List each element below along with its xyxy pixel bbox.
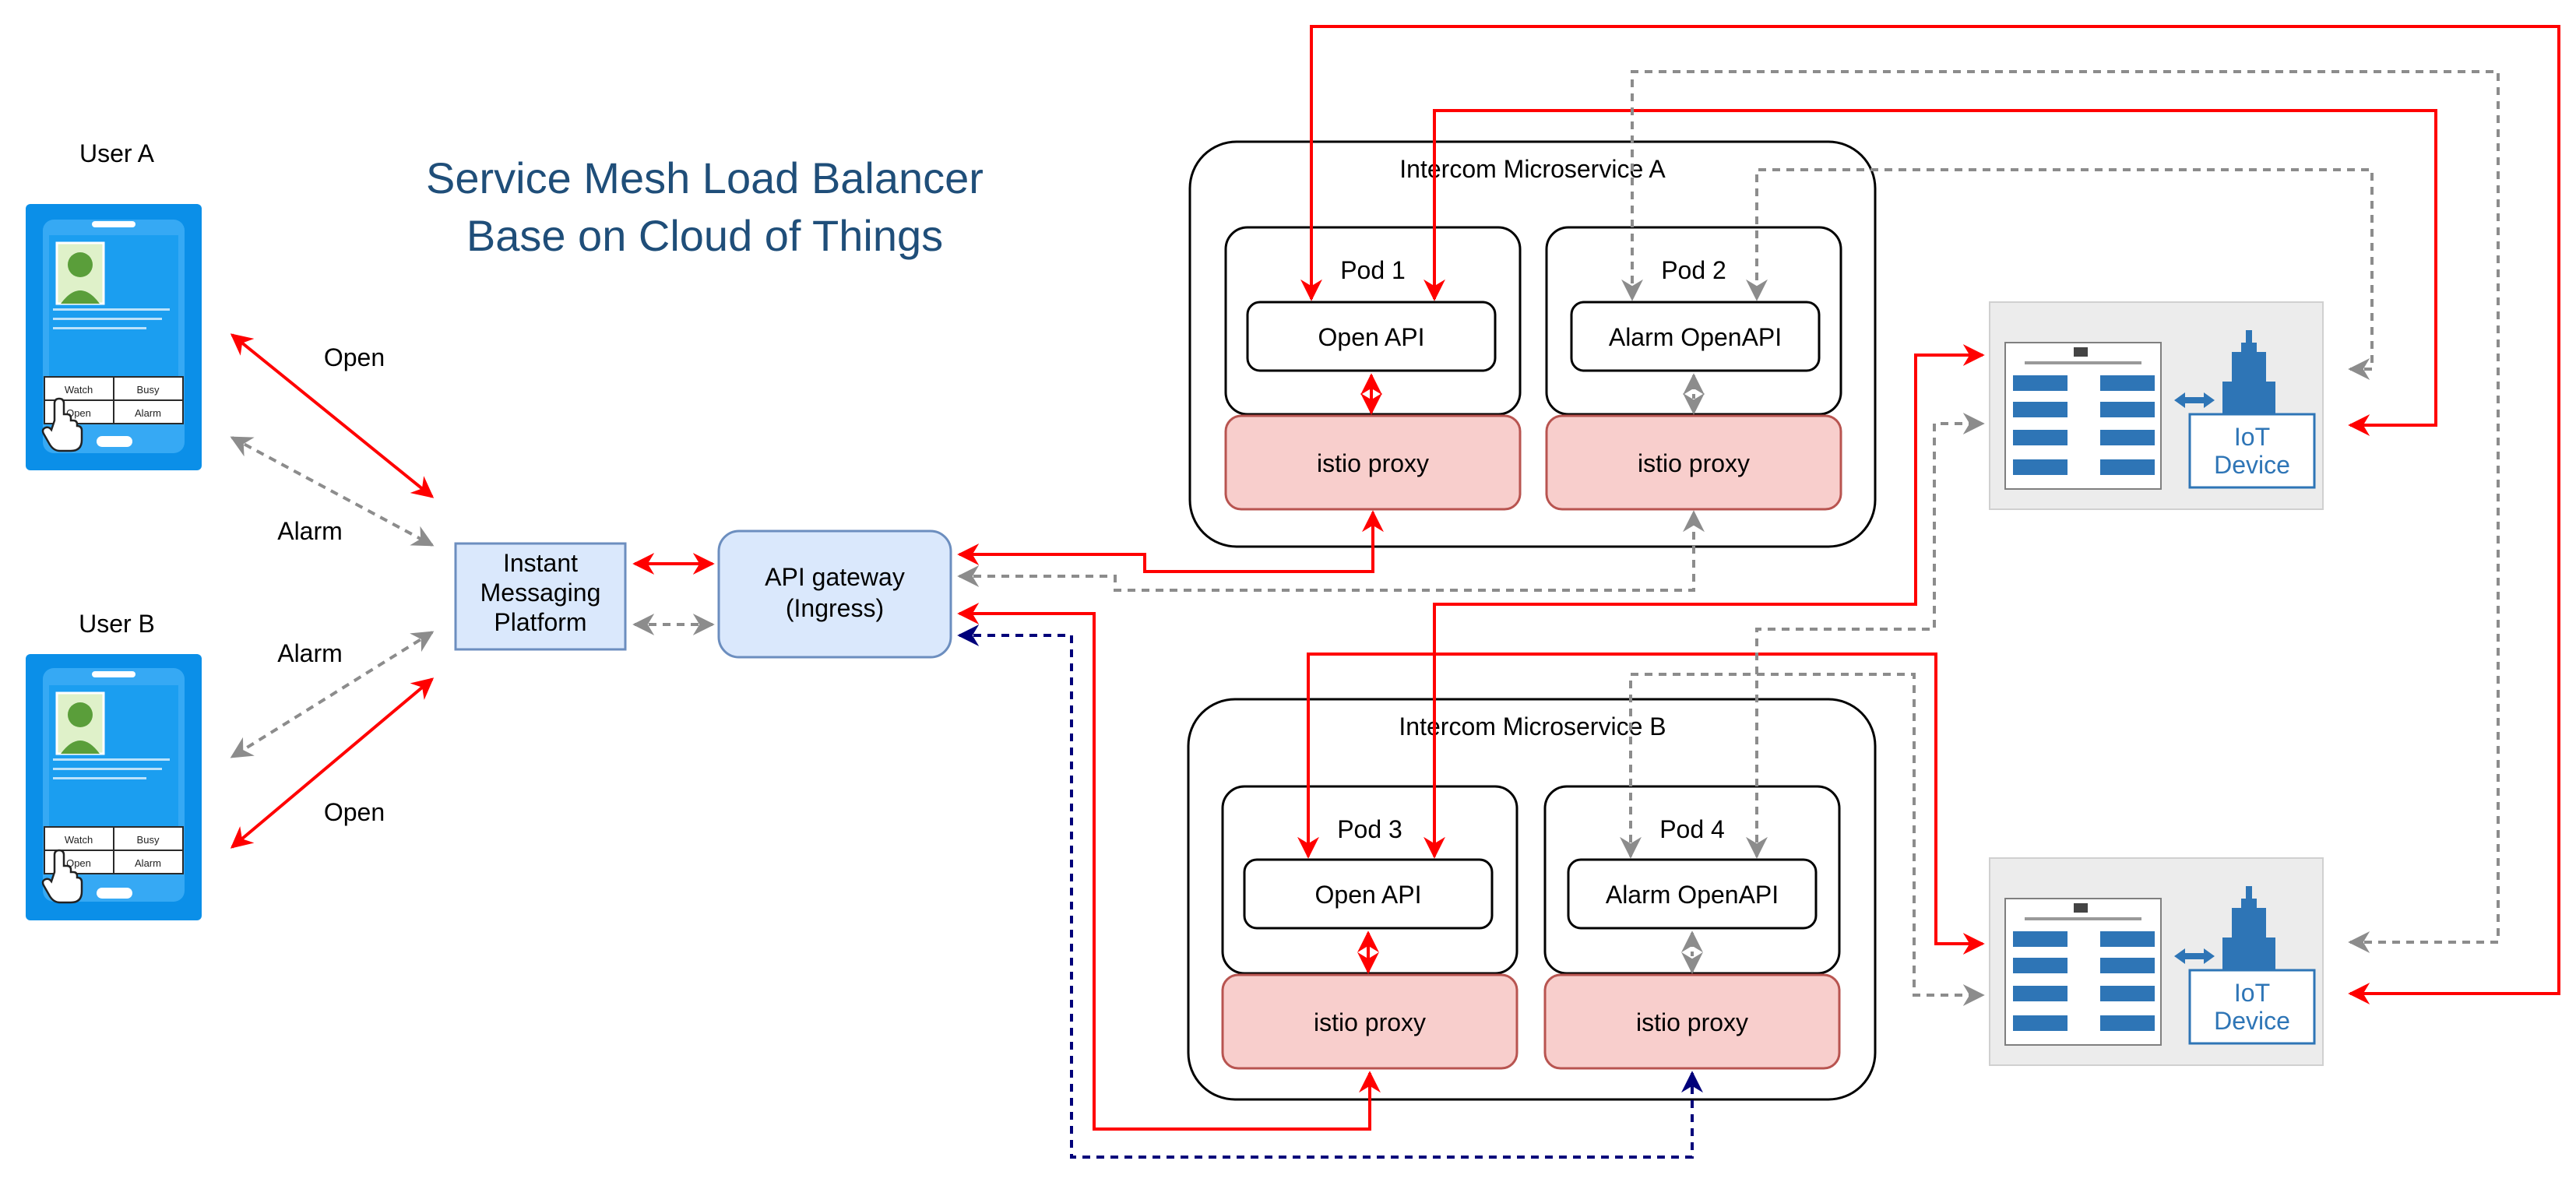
pod-4-alarm-openapi: Alarm OpenAPI: [1606, 881, 1779, 909]
gateway-pod3-proxy-flow: [957, 603, 1381, 1131]
pod-4: Pod 4 Alarm OpenAPI istio proxy: [1543, 785, 1841, 1070]
flow-label-open-a: Open: [324, 343, 385, 371]
pod-1-open-api: Open API: [1318, 323, 1425, 351]
pod-3-label: Pod 3: [1337, 815, 1402, 843]
user-b-phone: Watch Busy Open Alarm: [26, 654, 202, 920]
user-b-avatar-icon: [55, 691, 105, 755]
user-a-phone: Watch Busy Open Alarm: [26, 204, 202, 470]
user-a-busy-button[interactable]: Busy: [137, 384, 160, 396]
pod-1-label: Pod 1: [1340, 256, 1406, 284]
api-gateway: API gateway (Ingress): [717, 529, 952, 659]
im-label-line3: Platform: [494, 608, 586, 636]
user-a-avatar-icon: [55, 241, 105, 305]
microservice-b: Intercom Microservice B Pod 3 Open API i…: [1187, 698, 1877, 1101]
pod-1: Pod 1 Open API istio proxy: [1224, 226, 1522, 511]
flow-label-alarm-a: Alarm: [277, 517, 343, 545]
user-b-open-button[interactable]: Open: [66, 857, 91, 869]
user-a-alarm-flow: [230, 436, 435, 547]
diagram-title-line2: Base on Cloud of Things: [466, 211, 943, 260]
user-a-hand-pointer-icon: [41, 397, 83, 452]
iot2-pod2-alarm-flow: [1621, 70, 2500, 953]
pod-2-istio-proxy: istio proxy: [1638, 449, 1750, 477]
iot2-pod1-open-flow: [1300, 25, 2560, 1004]
iot1-pod2-alarm-flow: [1746, 168, 2374, 380]
pod-4-label: Pod 4: [1659, 815, 1725, 843]
gateway-label-line1: API gateway: [765, 563, 905, 591]
iot-panel-2-device-label-line1: IoT: [2234, 979, 2270, 1007]
user-a-alarm-button[interactable]: Alarm: [135, 407, 161, 419]
user-b-open-flow: [230, 677, 435, 849]
user-b-watch-button[interactable]: Watch: [65, 834, 93, 846]
user-b-busy-button[interactable]: Busy: [137, 834, 160, 846]
user-a-label: User A: [79, 139, 155, 167]
flow-label-alarm-b: Alarm: [277, 639, 343, 667]
pod-3-istio-proxy: istio proxy: [1314, 1008, 1426, 1036]
pod-4-istio-proxy: istio proxy: [1636, 1008, 1748, 1036]
user-a-watch-button[interactable]: Watch: [65, 384, 93, 396]
iot-panel-2: IoT Device: [1989, 857, 2324, 1066]
im-label-line1: Instant: [503, 549, 578, 577]
gateway-label-line2: (Ingress): [786, 594, 884, 622]
pod-1-istio-proxy: istio proxy: [1317, 449, 1429, 477]
pod-3: Pod 3 Open API istio proxy: [1221, 785, 1519, 1070]
pod-2-label: Pod 2: [1661, 256, 1726, 284]
user-a-open-button[interactable]: Open: [66, 407, 91, 419]
microservice-a: Intercom Microservice A Pod 1 Open API i…: [1188, 140, 1877, 548]
diagram-title-line1: Service Mesh Load Balancer: [426, 153, 984, 202]
user-a-button-grid: Watch Busy Open Alarm: [44, 376, 184, 424]
user-b-hand-pointer-icon: [41, 849, 83, 904]
iot-panel-2-device-label-line2: Device: [2214, 1007, 2290, 1035]
pod-3-open-api: Open API: [1315, 881, 1422, 909]
pod-2: Pod 2 Alarm OpenAPI istio proxy: [1545, 226, 1842, 511]
user-b-label: User B: [79, 610, 155, 638]
instant-messaging-platform: Instant Messaging Platform: [454, 542, 627, 651]
user-b-alarm-button[interactable]: Alarm: [135, 857, 161, 869]
iot-panel-1: IoT Device: [1989, 301, 2324, 510]
im-label-line2: Messaging: [480, 579, 601, 607]
pod4-iot2-alarm-flow: [1620, 673, 1985, 1006]
iot1-pod1-open-flow: [1423, 109, 2437, 436]
microservice-a-title: Intercom Microservice A: [1399, 155, 1666, 183]
iot-panel-1-device-label-line1: IoT: [2234, 423, 2270, 451]
gateway-pod4-proxy-flow: [957, 624, 1703, 1159]
pod-2-alarm-openapi: Alarm OpenAPI: [1609, 323, 1782, 351]
iot-panel-1-device-label-line2: Device: [2214, 451, 2290, 479]
flow-label-open-b: Open: [324, 798, 385, 826]
microservice-b-title: Intercom Microservice B: [1399, 712, 1666, 741]
